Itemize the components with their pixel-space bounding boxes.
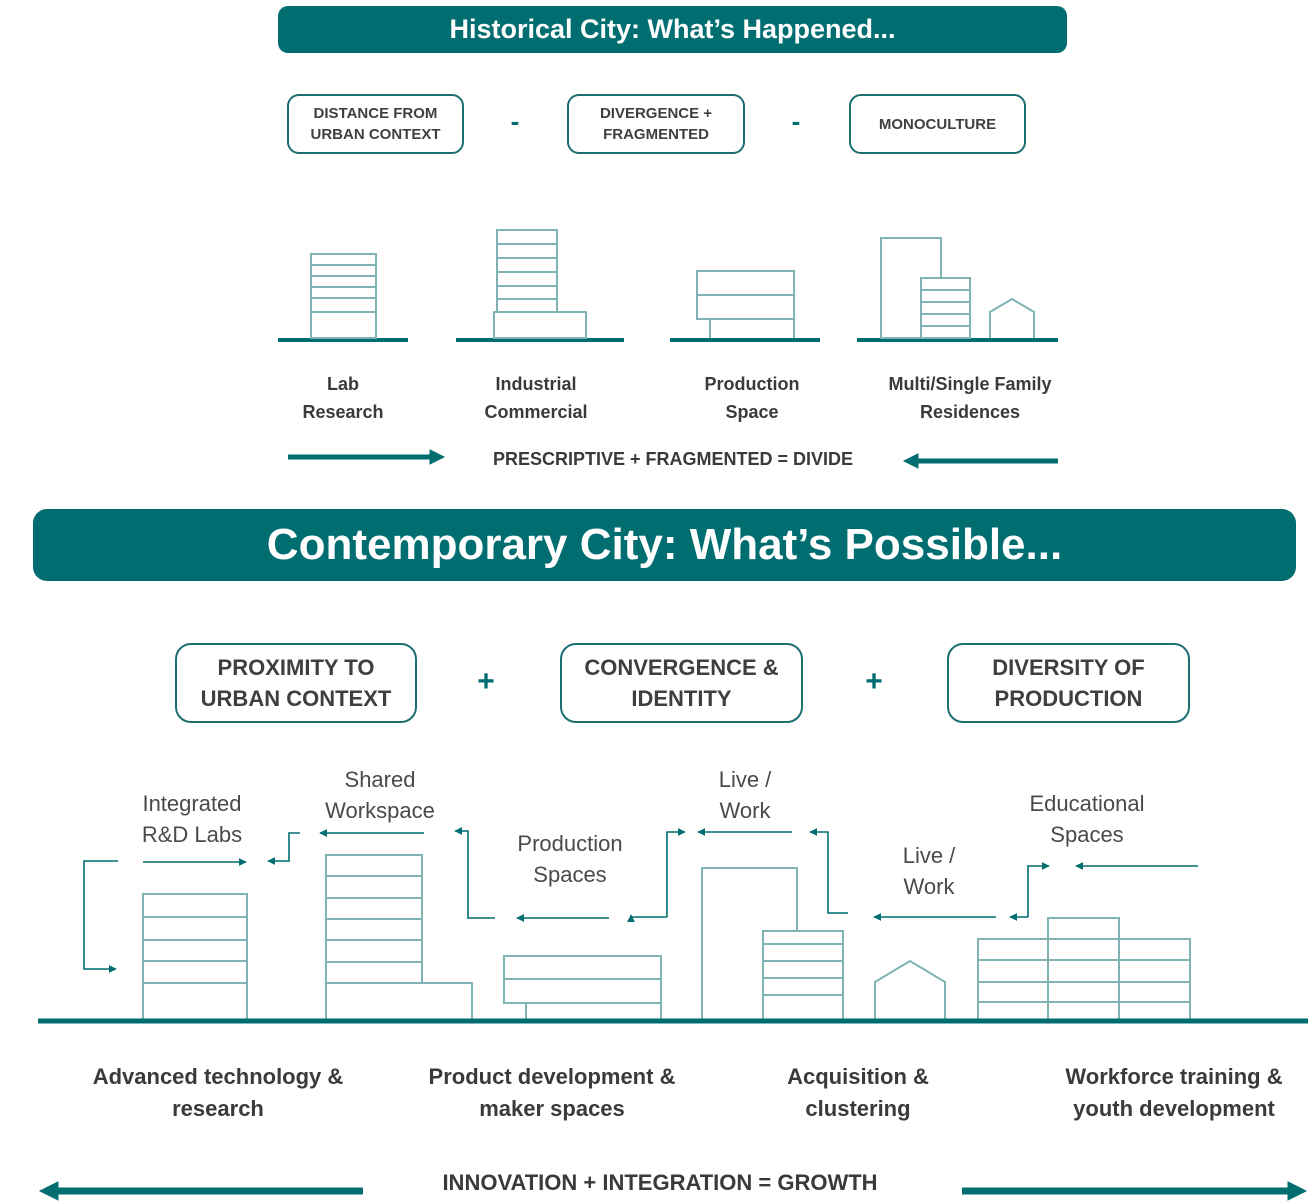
operator-plus-1: +: [477, 665, 495, 698]
live-work-building-icon: [701, 867, 844, 1021]
label-live-work-1: Live / Work: [718, 767, 772, 823]
concept-convergence: CONVERGENCE & IDENTITY: [560, 643, 803, 723]
outcome-advanced-tech: Advanced technology & research: [92, 1064, 344, 1121]
concept-divergence: DIVERGENCE + FRAGMENTED: [567, 94, 745, 154]
operator-minus-2: -: [791, 106, 801, 136]
concept-proximity: PROXIMITY TO URBAN CONTEXT: [175, 643, 417, 723]
shared-workspace-building-icon: [325, 854, 473, 1021]
outcome-product-development: Product development & maker spaces: [428, 1064, 676, 1121]
label-lab-research: Lab Research: [302, 374, 384, 422]
connector-arrows: [83, 827, 1198, 973]
concept-diversity: DIVERSITY OF PRODUCTION: [947, 643, 1190, 723]
divide-arrows: [288, 449, 1058, 469]
contemporary-equation: INNOVATION + INTEGRATION = GROWTH: [442, 1170, 878, 1195]
label-production-spaces: Production Spaces: [517, 831, 623, 887]
residences-building-icon: [880, 237, 1035, 339]
growth-arrows: [38, 1181, 1308, 1201]
rd-lab-building-icon: [142, 893, 248, 1021]
concept-distance: DISTANCE FROM URBAN CONTEXT: [287, 94, 464, 154]
lab-building-icon: [310, 253, 377, 339]
label-industrial-commercial: Industrial Commercial: [484, 374, 588, 422]
label-residences: Multi/Single Family Residences: [888, 374, 1052, 422]
label-educational-spaces: Educational Spaces: [1029, 791, 1145, 847]
label-shared-workspace: Shared Workspace: [325, 767, 435, 823]
house-building-icon: [874, 959, 946, 1020]
historical-title-banner: Historical City: What’s Happened...: [278, 6, 1067, 53]
label-production-space: Production Space: [704, 374, 800, 422]
label-integrated-labs: Integrated R&D Labs: [141, 791, 243, 847]
industrial-building-icon: [493, 229, 587, 339]
outcome-acquisition: Acquisition & clustering: [787, 1064, 929, 1121]
production-spaces-building-icon: [503, 955, 662, 1020]
label-live-work-2: Live / Work: [902, 843, 956, 899]
production-building-icon: [696, 270, 795, 338]
outcome-workforce: Workforce training & youth development: [1065, 1064, 1283, 1121]
operator-minus-1: -: [510, 106, 520, 136]
historical-equation: PRESCRIPTIVE + FRAGMENTED = DIVIDE: [492, 449, 854, 469]
contemporary-title-banner: Contemporary City: What’s Possible...: [33, 509, 1296, 581]
operator-plus-2: +: [865, 665, 883, 698]
contemporary-title: Contemporary City: What’s Possible...: [266, 520, 1063, 569]
educational-building-icon: [977, 917, 1191, 1021]
historical-title: Historical City: What’s Happened...: [449, 14, 896, 44]
concept-monoculture: MONOCULTURE: [849, 94, 1026, 154]
